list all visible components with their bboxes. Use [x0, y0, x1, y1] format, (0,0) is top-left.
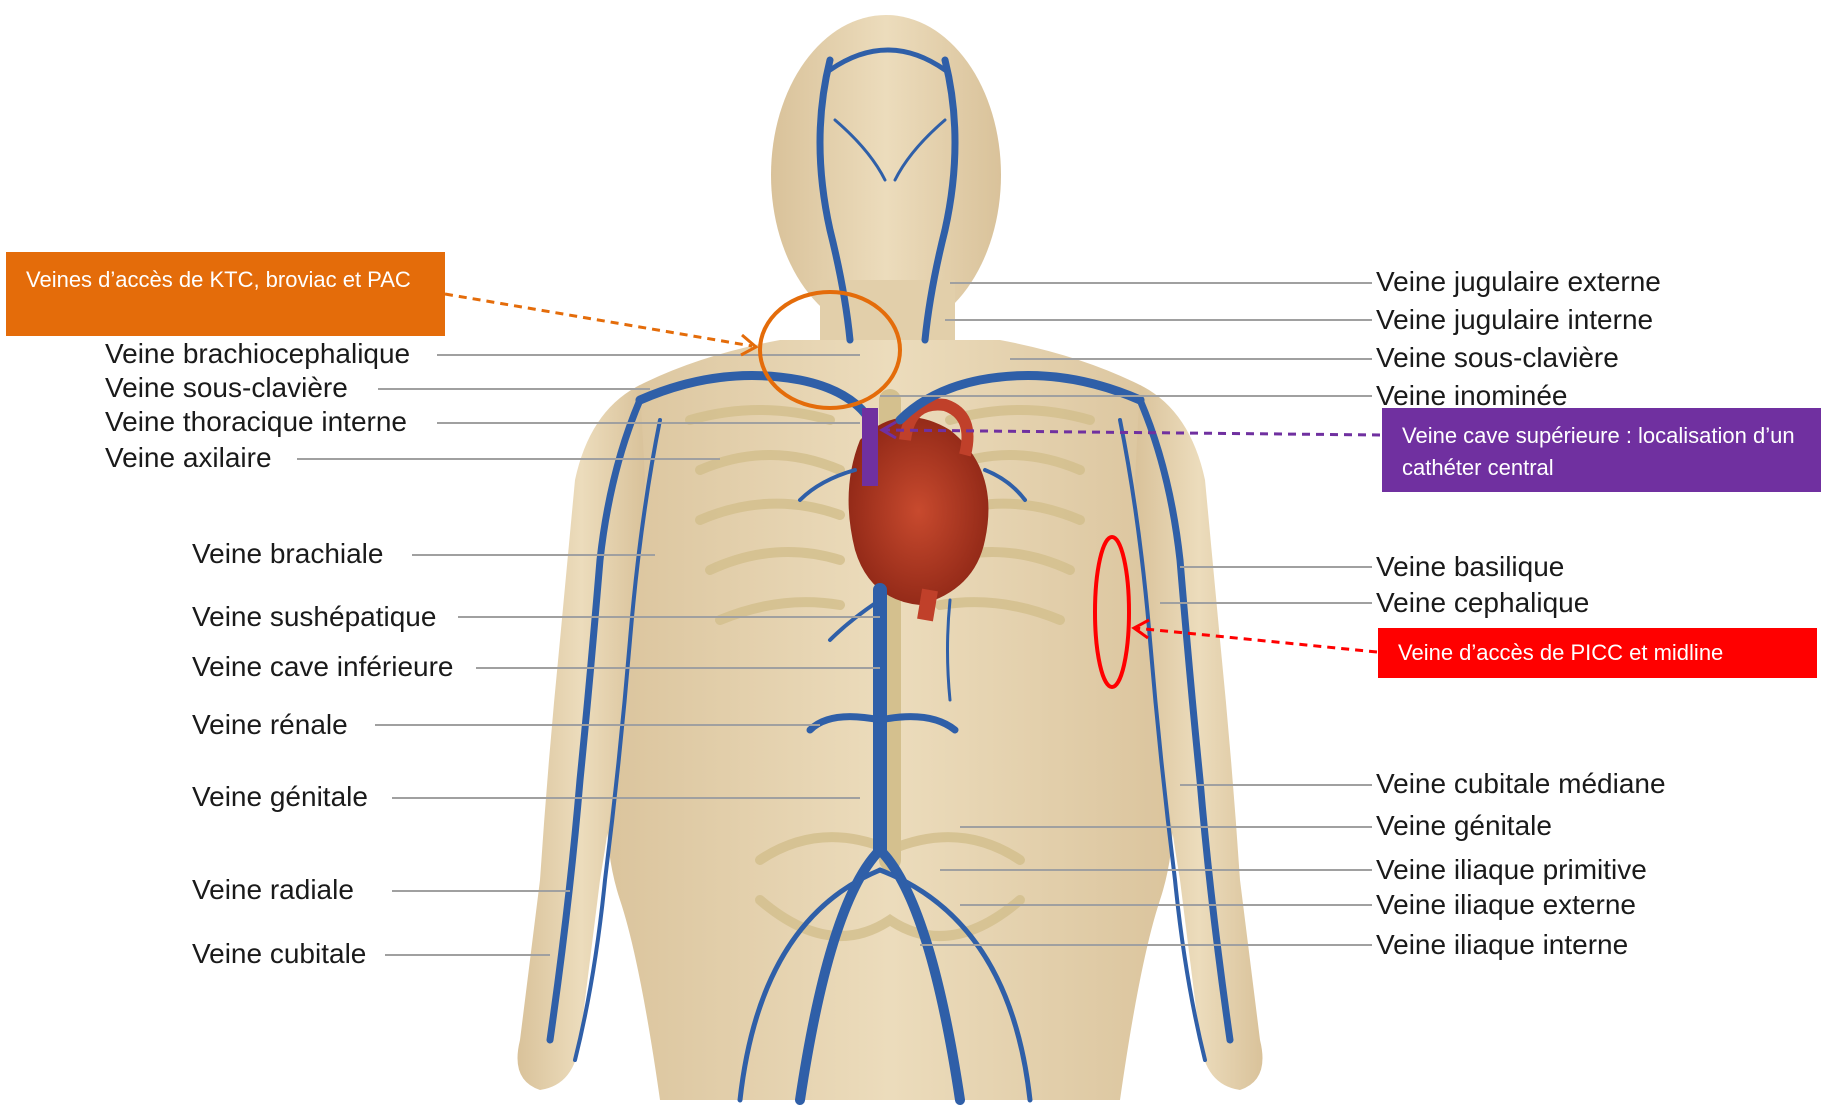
label-jugulaire-interne: Veine jugulaire interne: [1376, 306, 1653, 334]
label-axilaire: Veine axilaire: [105, 444, 272, 472]
label-renale: Veine rénale: [192, 711, 348, 739]
label-cave-inferieure: Veine cave inférieure: [192, 653, 454, 681]
label-brachiale: Veine brachiale: [192, 540, 383, 568]
label-thoracique-interne: Veine thoracique interne: [105, 408, 407, 436]
label-sous-claviere-left: Veine sous-clavière: [105, 374, 348, 402]
label-radiale: Veine radiale: [192, 876, 354, 904]
callout-veine-cave-superieure: Veine cave supérieure : localisation d’u…: [1382, 408, 1821, 492]
label-iliaque-interne: Veine iliaque interne: [1376, 931, 1628, 959]
label-jugulaire-externe: Veine jugulaire externe: [1376, 268, 1661, 296]
label-sous-claviere-right: Veine sous-clavière: [1376, 344, 1619, 372]
label-cephalique: Veine cephalique: [1376, 589, 1589, 617]
label-genitale-left: Veine génitale: [192, 783, 368, 811]
label-cubitale: Veine cubitale: [192, 940, 366, 968]
svc-marker-purple: [862, 408, 878, 486]
label-genitale-right: Veine génitale: [1376, 812, 1552, 840]
label-inominee: Veine inominée: [1376, 382, 1567, 410]
label-iliaque-externe: Veine iliaque externe: [1376, 891, 1636, 919]
label-basilique: Veine basilique: [1376, 553, 1564, 581]
label-cubitale-mediane: Veine cubitale médiane: [1376, 770, 1666, 798]
label-brachiocephalique: Veine brachiocephalique: [105, 340, 410, 368]
callout-picc-midline: Veine d’accès de PICC et midline: [1378, 628, 1817, 678]
aorta: [925, 590, 930, 620]
callout-ktc-broviac-pac: Veines d’accès de KTC, broviac et PAC: [6, 252, 445, 336]
label-sushepatique: Veine sushépatique: [192, 603, 436, 631]
label-iliaque-primitive: Veine iliaque primitive: [1376, 856, 1647, 884]
